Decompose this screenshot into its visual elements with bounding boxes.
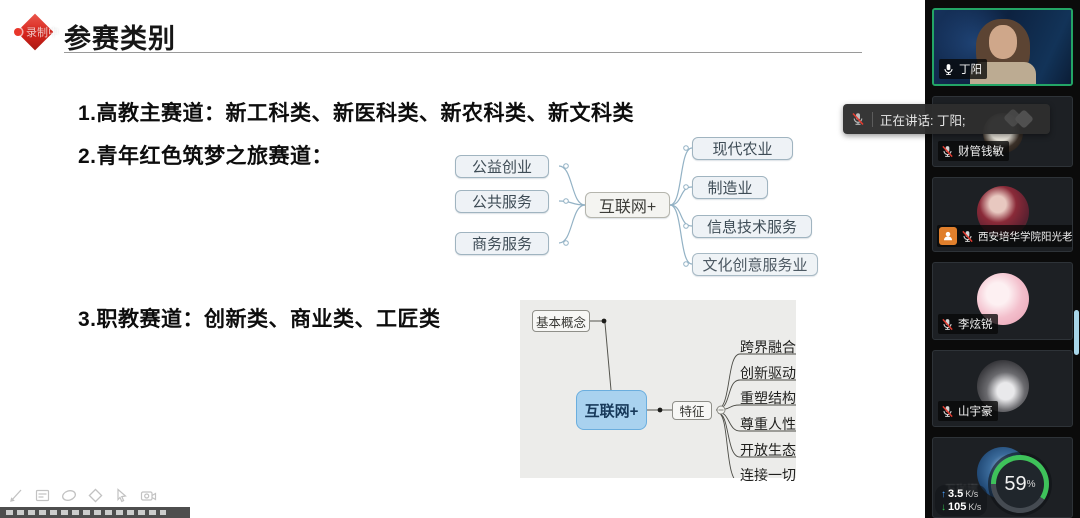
mindmap1-right-node-1: 现代农业 bbox=[692, 137, 793, 160]
download-unit: K/s bbox=[968, 502, 982, 512]
mindmap1-connectors bbox=[558, 145, 693, 267]
page-title: 参赛类别 bbox=[64, 24, 176, 54]
name-chip: 财管钱敏 bbox=[938, 141, 1009, 161]
toast-divider bbox=[872, 111, 873, 127]
download-speed: 105 bbox=[948, 501, 967, 513]
name-chip: 山宇豪 bbox=[938, 401, 998, 421]
mindmap2-branch-node: 特征 bbox=[672, 401, 712, 420]
name-chip: 西安培华学院阳光老师 bbox=[937, 225, 1073, 247]
mindmap1-right-node-2: 制造业 bbox=[692, 176, 768, 199]
name-chip: 李炫锐 bbox=[938, 314, 998, 334]
mindmap2-feature-5: 开放生态 bbox=[740, 442, 796, 458]
participant-tile-wan[interactable]: 万珈娜 ↑ 3.5 K/s ↓ 105 K/s 59 % bbox=[932, 437, 1073, 518]
performance-percent: 59 bbox=[1004, 472, 1027, 495]
mindmap1-left-node-2: 公共服务 bbox=[455, 190, 549, 213]
participant-name: 李炫锐 bbox=[958, 319, 993, 331]
mindmap2-feature-2: 创新驱动 bbox=[740, 365, 796, 381]
participant-name: 丁阳 bbox=[959, 64, 982, 76]
mindmap1-left-node-3: 商务服务 bbox=[455, 232, 549, 255]
screenshot-tool-icon[interactable] bbox=[139, 487, 158, 504]
diamond-tool-icon[interactable] bbox=[87, 487, 104, 504]
annotation-toolbar bbox=[8, 487, 158, 504]
cursor-tool-icon[interactable] bbox=[113, 487, 130, 504]
mindmap2-feature-1: 跨界融合 bbox=[740, 339, 796, 355]
network-speed-overlay: ↑ 3.5 K/s ↓ 105 K/s bbox=[935, 485, 988, 516]
participant-name: 西安培华学院阳光老师 bbox=[978, 230, 1073, 243]
percent-sign: % bbox=[1026, 478, 1036, 490]
taskbar-clipped-strip bbox=[0, 507, 190, 518]
title-underline bbox=[64, 52, 862, 53]
recording-indicator: 录制中 bbox=[14, 24, 59, 40]
participant-name: 财管钱敏 bbox=[958, 146, 1004, 158]
name-chip: 丁阳 bbox=[939, 59, 987, 79]
sidebar-scrollbar[interactable] bbox=[1074, 310, 1079, 355]
recording-label: 录制中 bbox=[26, 27, 59, 39]
mic-muted-icon bbox=[942, 405, 953, 417]
participant-tile-shanyuhao[interactable]: 山宇豪 bbox=[932, 350, 1073, 427]
toast-text: 正在讲话: 丁阳; bbox=[880, 113, 966, 128]
mic-on-icon bbox=[944, 63, 953, 75]
pen-tool-icon[interactable] bbox=[8, 487, 25, 504]
mindmap1-right-node-3: 信息技术服务 bbox=[692, 215, 812, 238]
mic-muted-icon bbox=[942, 145, 953, 157]
member-badge-icon bbox=[939, 227, 957, 245]
taskbar-clipped-text bbox=[6, 510, 166, 515]
mindmap2-connectors bbox=[588, 318, 796, 478]
mindmap2-center-node: 互联网+ bbox=[576, 390, 647, 430]
shared-screen-slide: 录制中 参赛类别 1.高教主赛道：新工科类、新医科类、新农科类、新文科类 2.青… bbox=[0, 13, 862, 518]
participants-sidebar: 丁阳 财管钱敏 bbox=[925, 0, 1080, 518]
mindmap2-feature-4: 尊重人性 bbox=[740, 416, 796, 432]
whiteboard-tool-icon[interactable] bbox=[34, 487, 51, 504]
mindmap1-center-node: 互联网+ bbox=[585, 192, 670, 218]
bullet-track-3: 3.职教赛道：创新类、商业类、工匠类 bbox=[78, 308, 441, 331]
recording-dot-icon bbox=[14, 28, 22, 36]
mindmap2-concept-node: 基本概念 bbox=[532, 310, 590, 332]
mindmap2-feature-3: 重塑结构 bbox=[740, 390, 796, 406]
bullet-track-2: 2.青年红色筑梦之旅赛道： bbox=[78, 145, 334, 168]
mic-muted-icon bbox=[942, 318, 953, 330]
upload-speed: 3.5 bbox=[948, 488, 964, 500]
performance-gauge: 59 % bbox=[991, 455, 1049, 513]
meeting-logo-icon bbox=[1003, 108, 1038, 129]
speaking-toast: 正在讲话: 丁阳; bbox=[843, 104, 1050, 134]
ellipse-tool-icon[interactable] bbox=[60, 487, 78, 504]
mindmap-internet-plus-industries: 公益创业 公共服务 商务服务 互联网+ 现代农业 制造业 信息技术服务 文化创意… bbox=[450, 135, 830, 287]
bullet-track-1: 1.高教主赛道：新工科类、新医科类、新农科类、新文科类 bbox=[78, 102, 635, 125]
mindmap-internet-plus-features: 基本概念 互联网+ 特征 跨界融合 创新驱动 重塑结构 尊重人性 开放生态 连接… bbox=[520, 300, 796, 483]
mic-muted-icon bbox=[962, 230, 973, 242]
download-arrow-icon: ↓ bbox=[941, 502, 946, 513]
mindmap1-right-node-4: 文化创意服务业 bbox=[692, 253, 818, 276]
mindmap2-feature-6: 连接一切 bbox=[740, 467, 796, 483]
mic-muted-icon bbox=[852, 112, 864, 126]
upload-arrow-icon: ↑ bbox=[941, 489, 946, 500]
participant-tile-peihua-teacher[interactable]: 西安培华学院阳光老师 bbox=[932, 177, 1073, 252]
participant-name: 山宇豪 bbox=[958, 406, 993, 418]
participant-tile-dingyang[interactable]: 丁阳 bbox=[932, 8, 1073, 86]
mindmap1-left-node-1: 公益创业 bbox=[455, 155, 549, 178]
participant-tile-lixuanrui[interactable]: 李炫锐 bbox=[932, 262, 1073, 340]
upload-unit: K/s bbox=[965, 489, 979, 499]
